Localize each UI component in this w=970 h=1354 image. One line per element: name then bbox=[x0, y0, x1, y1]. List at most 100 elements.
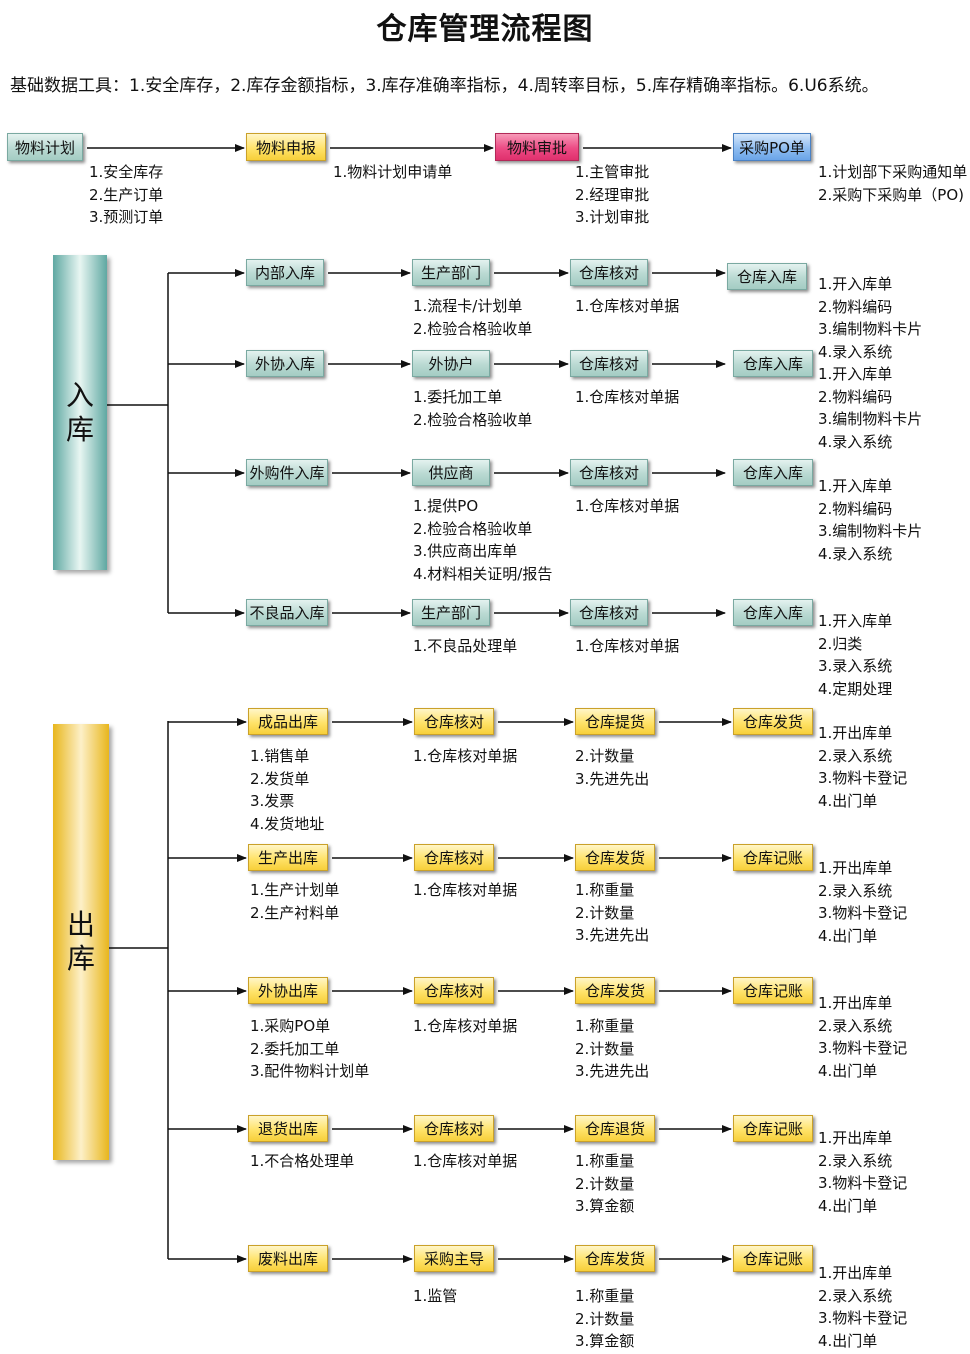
note-line: 4.录入系统 bbox=[818, 432, 893, 451]
outbound-row-5-step-4: 仓库记账 bbox=[733, 1245, 813, 1272]
note-line: 1.仓库核对单据 bbox=[413, 1152, 518, 1170]
note-line: 1.称重量 bbox=[575, 1017, 635, 1035]
note-line: 1.生产计划单 bbox=[250, 881, 340, 899]
outbound-row-4-step-4: 仓库记账 bbox=[733, 1115, 813, 1142]
note-line: 2.物料编码 bbox=[818, 499, 893, 518]
note-line: 4.出门单 bbox=[818, 1061, 878, 1080]
note-line: 3.算金额 bbox=[575, 1332, 635, 1350]
note-line: 4.出门单 bbox=[818, 926, 878, 945]
note-line: 1.不良品处理单 bbox=[413, 637, 518, 655]
note-line: 4.录入系统 bbox=[818, 544, 893, 563]
outbound-row-3-type-notes: 1.采购PO单 2.委托加工单 3.配件物料计划单 bbox=[250, 1015, 369, 1083]
note-line: 2.归类 bbox=[818, 634, 863, 653]
outbound-row-2-step-4: 仓库记账 bbox=[733, 844, 813, 871]
outbound-row-3-step-2-notes: 1.仓库核对单据 bbox=[413, 1015, 517, 1038]
note-line: 1.安全库存 bbox=[89, 163, 164, 181]
outbound-row-4-type: 退货出库 bbox=[248, 1115, 328, 1142]
note-line: 3.物料卡登记 bbox=[818, 904, 908, 922]
note-line: 1.称重量 bbox=[575, 1287, 635, 1305]
note-line: 1.采购PO单 bbox=[250, 1017, 331, 1035]
inbound-row-3-store: 仓库入库 bbox=[733, 459, 813, 486]
outbound-row-1-type: 成品出库 bbox=[248, 708, 328, 735]
note-line: 3.配件物料计划单 bbox=[250, 1062, 370, 1080]
note-line: 2.经理审批 bbox=[575, 185, 650, 204]
note-line: 2.录入系统 bbox=[818, 1151, 893, 1170]
note-line: 2.生产衬料单 bbox=[250, 903, 340, 922]
note-line: 2.录入系统 bbox=[818, 1016, 893, 1035]
note-line: 1.开出库单 bbox=[818, 994, 893, 1012]
top-step-notes-2: 1.物料计划申请单 bbox=[333, 161, 452, 184]
note-line: 1.物料计划申请单 bbox=[333, 163, 453, 181]
note-line: 2.物料编码 bbox=[818, 387, 893, 406]
note-line: 2.检验合格验收单 bbox=[413, 410, 533, 429]
outbound-row-2-step-2: 仓库核对 bbox=[414, 844, 494, 871]
note-line: 2.录入系统 bbox=[818, 1286, 893, 1305]
note-line: 2.物料编码 bbox=[818, 297, 893, 316]
outbound-row-3-step-3: 仓库发货 bbox=[575, 977, 655, 1004]
note-line: 1.提供PO bbox=[413, 497, 479, 515]
note-line: 1.仓库核对单据 bbox=[413, 747, 518, 765]
inbound-row-1-check-notes: 1.仓库核对单据 bbox=[575, 295, 679, 318]
note-line: 2.计数量 bbox=[575, 747, 635, 765]
outbound-row-4-type-notes: 1.不合格处理单 bbox=[250, 1150, 354, 1173]
note-line: 3.物料卡登记 bbox=[818, 769, 908, 787]
inbound-row-4-type: 不良品入库 bbox=[246, 599, 328, 626]
note-line: 1.开入库单 bbox=[818, 612, 893, 630]
note-line: 1.仓库核对单据 bbox=[575, 637, 680, 655]
note-line: 3.物料卡登记 bbox=[818, 1039, 908, 1057]
note-line: 3.物料卡登记 bbox=[818, 1174, 908, 1192]
inbound-block: 入 库 bbox=[53, 255, 107, 570]
note-line: 1.称重量 bbox=[575, 881, 635, 899]
outbound-row-1-step-3-notes: 2.计数量 3.先进先出 bbox=[575, 745, 649, 790]
note-line: 2.计数量 bbox=[575, 903, 635, 922]
note-line: 1.开入库单 bbox=[818, 365, 893, 383]
note-line: 4.出门单 bbox=[818, 1196, 878, 1215]
note-line: 3.预测订单 bbox=[89, 208, 164, 226]
inbound-row-2-store: 仓库入库 bbox=[733, 350, 813, 377]
outbound-row-1-step-2-notes: 1.仓库核对单据 bbox=[413, 745, 517, 768]
inbound-row-3-check: 仓库核对 bbox=[570, 459, 648, 486]
outbound-row-4-step-3: 仓库退货 bbox=[575, 1115, 655, 1142]
note-line: 4.材料相关证明/报告 bbox=[413, 564, 553, 583]
note-line: 3.物料卡登记 bbox=[818, 1309, 908, 1327]
note-line: 1.开出库单 bbox=[818, 1264, 893, 1282]
note-line: 4.定期处理 bbox=[818, 679, 893, 698]
outbound-row-2-step-3: 仓库发货 bbox=[575, 844, 655, 871]
note-line: 1.开出库单 bbox=[818, 1129, 893, 1147]
note-line: 1.仓库核对单据 bbox=[413, 881, 518, 899]
inbound-row-1-store: 仓库入库 bbox=[727, 263, 807, 290]
note-line: 2.委托加工单 bbox=[250, 1039, 340, 1058]
note-line: 3.先进先出 bbox=[575, 769, 650, 788]
outbound-row-5-step-3: 仓库发货 bbox=[575, 1245, 655, 1272]
outbound-row-2-step-2-notes: 1.仓库核对单据 bbox=[413, 879, 517, 902]
note-line: 3.编制物料卡片 bbox=[818, 410, 923, 428]
outbound-row-5-step-2-notes: 1.监管 bbox=[413, 1285, 457, 1308]
note-line: 2.录入系统 bbox=[818, 746, 893, 765]
top-step-box-4: 采购PO单 bbox=[733, 133, 811, 161]
top-step-box-2: 物料申报 bbox=[246, 133, 326, 161]
outbound-row-3-type: 外协出库 bbox=[248, 977, 328, 1004]
note-line: 1.仓库核对单据 bbox=[413, 1017, 518, 1035]
note-line: 2.采购下采购单（PO) bbox=[818, 185, 965, 204]
outbound-row-1-step-3: 仓库提货 bbox=[575, 708, 655, 735]
note-line: 2.检验合格验收单 bbox=[413, 319, 533, 338]
note-line: 1.监管 bbox=[413, 1287, 458, 1305]
note-line: 2.计数量 bbox=[575, 1309, 635, 1328]
inbound-row-1-check: 仓库核对 bbox=[570, 259, 648, 286]
note-line: 4.发货地址 bbox=[250, 814, 325, 833]
outbound-row-3-step-4-notes: 1.开出库单 2.录入系统 3.物料卡登记 4.出门单 bbox=[818, 992, 907, 1082]
inbound-row-3-check-notes: 1.仓库核对单据 bbox=[575, 495, 679, 518]
inbound-row-4-store: 仓库入库 bbox=[733, 599, 813, 626]
inbound-row-2-type: 外协入库 bbox=[246, 350, 324, 377]
